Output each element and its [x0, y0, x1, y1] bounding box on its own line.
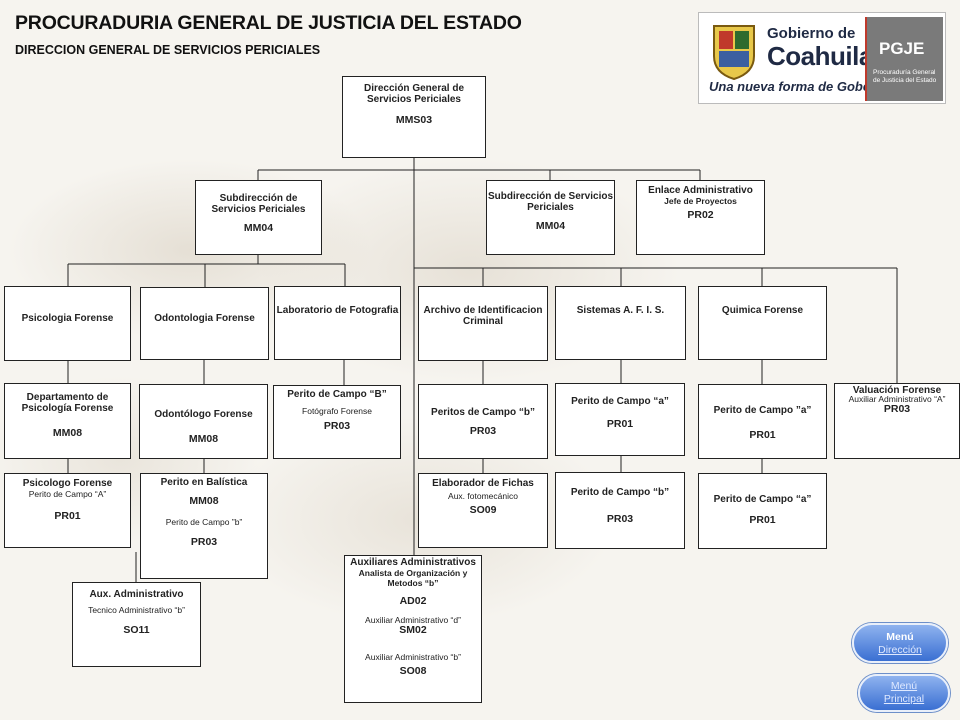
org-title: Departamento de Psicología Forense [21, 392, 114, 414]
org-title: Elaborador de Fichas [432, 478, 534, 489]
org-box-odontologo-forense: Odontólogo Forense MM08 [139, 384, 268, 459]
org-title: Perito de Campo “b” [570, 487, 670, 498]
org-line-1: Analista de Organización y Metodos “b” [358, 568, 468, 588]
org-title: Peritos de Campo “b” [431, 407, 535, 418]
org-box-archivo-identificacion: Archivo de Identificacion Criminal [418, 286, 548, 361]
menu-principal-button[interactable]: Menú Principal [858, 674, 950, 712]
org-box-laboratorio-fotografia: Laboratorio de Fotografia [274, 286, 401, 360]
org-box-subdireccion-1: Subdirección de Servicios Periciales MM0… [195, 180, 322, 255]
menu-direccion-label: Menú [886, 631, 914, 643]
org-code: PR03 [469, 425, 497, 437]
pgje-label: PGJE [879, 39, 925, 58]
org-title: Quimica Forense [721, 305, 804, 316]
org-box-elaborador-fichas: Elaborador de Fichas Aux. fotomecánico S… [418, 473, 548, 548]
org-box-depto-psicologia: Departamento de Psicología Forense MM08 [4, 383, 131, 459]
org-box-valuacion-forense: Valuación Forense Auxiliar Administrativ… [834, 383, 960, 459]
org-title: Perito en Balística [160, 477, 248, 488]
org-box-psicologo-forense: Psicologo Forense Perito de Campo “A” PR… [4, 473, 131, 548]
org-detail: Perito de Campo “A” [28, 489, 107, 499]
logo-gobierno-de: Gobierno de [767, 25, 856, 42]
org-title: Odontologia Forense [154, 313, 255, 324]
org-box-quimica-forense: Quimica Forense [698, 286, 827, 360]
menu-principal-link[interactable]: Principal [883, 693, 925, 705]
org-title: Aux. Administrativo [89, 589, 184, 600]
org-title: Psicologia Forense [21, 313, 114, 324]
org-box-psicologia-forense: Psicologia Forense [4, 286, 131, 361]
logo-coahuila: Coahuila [767, 41, 873, 71]
org-code-3: SO08 [399, 665, 427, 677]
org-title: Subdirección de Servicios Periciales [211, 193, 306, 215]
org-code: PR03 [883, 403, 911, 415]
org-title: Psicologo Forense [22, 478, 113, 489]
org-code: PR02 [687, 209, 714, 221]
org-title: Archivo de Identificacion Criminal [423, 305, 543, 327]
org-code: MMS03 [395, 114, 433, 126]
pgje-sub: Procuraduría General de Justicia del Est… [873, 69, 937, 84]
org-box-subdireccion-2: Subdirección de Servicios Periciales MM0… [486, 180, 615, 255]
org-detail: Perito de Campo ”b” [165, 517, 243, 527]
logo-slogan: Una nueva forma de Gobernar [709, 79, 896, 94]
org-code: PR03 [606, 513, 634, 525]
org-detail: Aux. fotomecánico [448, 491, 518, 501]
org-code-2: PR03 [190, 536, 218, 548]
org-detail: Fotógrafo Forense [302, 406, 372, 416]
org-code: MM04 [243, 222, 274, 234]
org-code: PR01 [749, 514, 776, 526]
org-box-odontologia-forense: Odontologia Forense [140, 287, 269, 360]
menu-direccion-link[interactable]: Dirección [878, 644, 922, 656]
org-box-direccion-general: Dirección General de Servicios Periciale… [342, 76, 486, 158]
org-box-perito-balistica: Perito en Balística MM08 Perito de Campo… [140, 473, 268, 579]
org-box-perito-fotografo: Perito de Campo “B” Fotógrafo Forense PR… [273, 385, 401, 459]
org-box-peritos-archivo: Peritos de Campo “b” PR03 [418, 384, 548, 459]
menu-direccion-button[interactable]: Menú Dirección [852, 623, 948, 663]
org-line-2: Auxiliar Administrativo “d” [365, 615, 461, 625]
org-code: SO11 [123, 624, 150, 636]
org-title: Perito de Campo ”a” [713, 405, 812, 416]
org-code: PR01 [749, 429, 776, 441]
org-code: MM08 [188, 433, 219, 445]
page-subtitle: DIRECCION GENERAL DE SERVICIOS PERICIALE… [15, 43, 321, 57]
org-code: MM08 [189, 495, 219, 507]
org-detail: Auxiliar Administrativo “A” [848, 394, 946, 404]
page-title: PROCURADURIA GENERAL DE JUSTICIA DEL EST… [15, 12, 522, 34]
org-box-aux-administrativo: Aux. Administrativo Tecnico Administrati… [72, 582, 201, 667]
org-box-enlace-administrativo: Enlace Administrativo Jefe de Proyectos … [636, 180, 765, 255]
org-title: Auxiliares Administrativos [350, 557, 476, 568]
org-detail: Jefe de Proyectos [664, 196, 737, 206]
org-code: SO09 [469, 504, 497, 516]
org-box-perito-quimica-a: Perito de Campo ”a” PR01 [698, 384, 827, 459]
org-title: Perito de Campo “a” [713, 494, 812, 505]
org-box-perito-quimica-a2: Perito de Campo “a” PR01 [698, 473, 827, 549]
org-title: Dirección General de Servicios Periciale… [363, 83, 465, 105]
org-code: MM04 [535, 220, 566, 232]
menu-principal-label: Menú [890, 680, 918, 692]
org-title: Laboratorio de Fotografia [276, 305, 399, 316]
pgje-logo: PGJE Procuraduría General de Justicia de… [867, 17, 943, 101]
org-title: Valuación Forense [852, 385, 942, 396]
org-title: Odontólogo Forense [154, 409, 253, 420]
org-code-2: SM02 [399, 624, 427, 636]
org-line-3: Auxiliar Administrativo “b” [365, 652, 461, 662]
org-title: Sistemas A. F. I. S. [576, 305, 665, 316]
org-box-auxiliares-administrativos: Auxiliares Administrativos Analista de O… [344, 555, 482, 703]
org-code: PR01 [54, 510, 81, 522]
coat-of-arms-icon [713, 25, 755, 81]
org-title: Subdirección de Servicios Periciales [487, 191, 614, 213]
org-code: PR03 [323, 420, 351, 432]
org-title: Perito de Campo “a” [571, 396, 669, 407]
org-code: PR01 [606, 418, 634, 430]
logo-divider [865, 17, 867, 101]
org-detail: Tecnico Administrativo “b” [88, 605, 185, 615]
org-code: MM08 [52, 427, 83, 439]
org-title: Enlace Administrativo [648, 185, 753, 196]
org-box-perito-sistemas-b: Perito de Campo “b” PR03 [555, 472, 685, 549]
gobierno-coahuila-logo: Gobierno de Coahuila Una nueva forma de … [698, 12, 946, 104]
org-title: Perito de Campo “B” [287, 389, 387, 400]
org-box-sistemas-afis: Sistemas A. F. I. S. [555, 286, 686, 360]
org-code-1: AD02 [399, 595, 427, 607]
org-box-perito-sistemas-a: Perito de Campo “a” PR01 [555, 383, 685, 456]
